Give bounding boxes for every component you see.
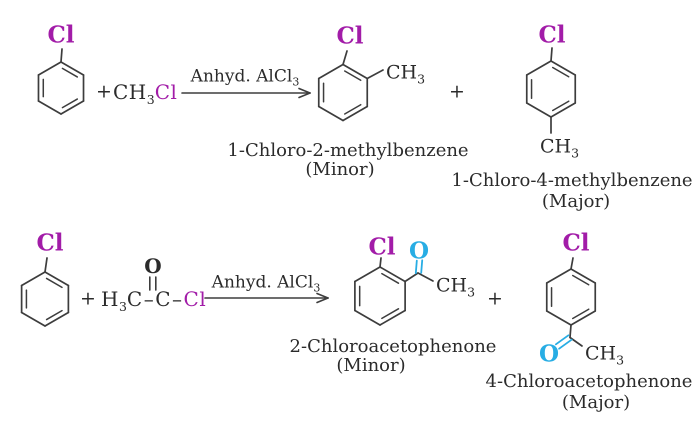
ch-part: CH — [585, 342, 617, 365]
subscript: 3 — [313, 281, 321, 295]
chlorine-part: Cl — [154, 80, 178, 104]
oxygen-label: O — [144, 254, 162, 278]
oxygen-label: O — [538, 340, 560, 368]
subscript: 3 — [417, 71, 426, 87]
product-name: 1-Chloro-4-methylbenzene — [451, 170, 693, 191]
chlorine-label: Cl — [538, 21, 566, 49]
methyl-group-label: CH3 — [585, 342, 624, 366]
plus-sign: + — [487, 287, 503, 310]
methyl-group-label: CH3 — [540, 135, 579, 159]
product-amount: (Minor) — [305, 159, 375, 180]
chlorine-label: Cl — [562, 229, 590, 257]
subscript: 3 — [616, 352, 625, 368]
product-amount: (Minor) — [336, 355, 406, 376]
chlorine-label: Cl — [47, 21, 75, 49]
subscript: 3 — [292, 75, 300, 89]
h-part: H — [101, 287, 119, 311]
plus-sign: + — [96, 80, 112, 103]
methyl-group-label: CH3 — [386, 61, 425, 85]
chlorine-label: Cl — [36, 229, 64, 257]
chlorine-part: Cl — [183, 287, 207, 311]
c-part: C — [155, 287, 172, 311]
chlorine-label: Cl — [336, 22, 364, 50]
chlorine-label: Cl — [368, 233, 396, 261]
ch-part: CH — [540, 135, 572, 158]
single-bond-dash: – — [143, 287, 155, 311]
subscript: 3 — [467, 284, 476, 300]
c-part: C — [126, 287, 143, 311]
condition-text: Anhyd. AlCl — [190, 66, 293, 87]
condition-text: Anhyd. AlCl — [211, 272, 314, 293]
product-name: 2-Chloroacetophenone — [289, 336, 497, 357]
methyl-group-label: CH3 — [436, 274, 475, 298]
plus-sign: + — [449, 80, 465, 103]
product-amount: (Major) — [541, 191, 611, 212]
ch-part: CH — [436, 274, 468, 297]
subscript: 3 — [571, 145, 580, 161]
subscript: 3 — [118, 299, 127, 314]
arrow-condition-label: Anhyd. AlCl3 — [211, 272, 321, 295]
ch-part: CH — [113, 80, 147, 104]
product-amount: (Major) — [561, 392, 631, 413]
oxygen-label: O — [408, 237, 430, 265]
acetyl-chloride-formula: H3C–C–Cl — [101, 287, 207, 313]
methyl-chloride-formula: CH3Cl — [113, 80, 178, 106]
plus-sign: + — [80, 287, 96, 310]
arrow-condition-label: Anhyd. AlCl3 — [190, 66, 300, 89]
product-name: 1-Chloro-2-methylbenzene — [227, 140, 469, 161]
product-name: 4-Chloroacetophenone — [485, 371, 693, 392]
ch-part: CH — [386, 61, 418, 84]
subscript: 3 — [146, 92, 155, 107]
single-bond-dash: – — [172, 287, 183, 311]
